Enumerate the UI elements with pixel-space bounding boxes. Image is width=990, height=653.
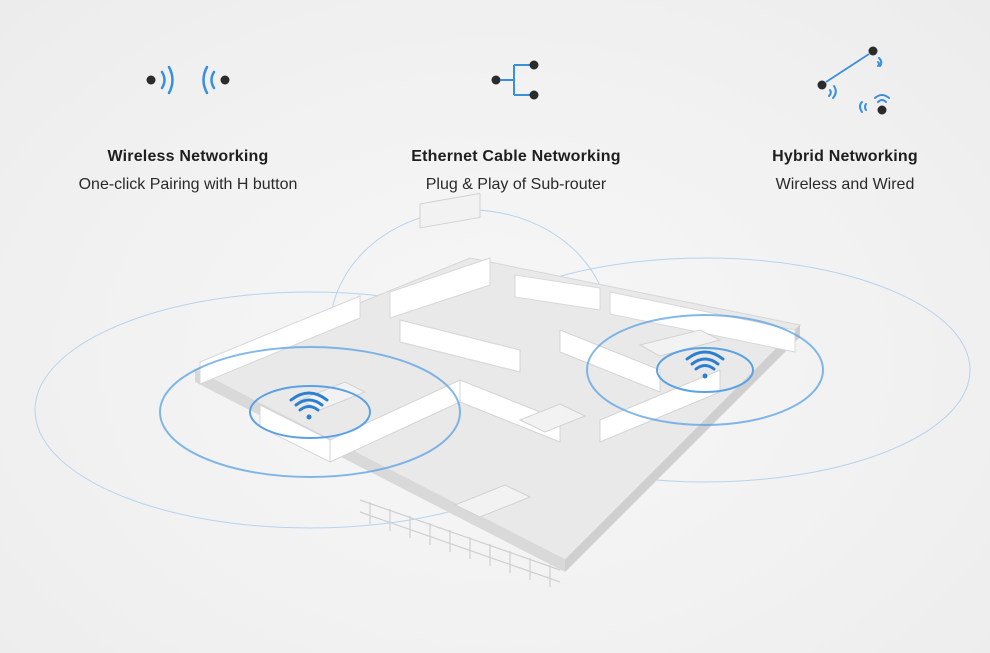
coverage-rings-left [159,346,461,478]
wifi-icon-right [685,350,725,379]
feature-hybrid-networking: Hybrid Networking Wireless and Wired [695,40,990,194]
wireless-pairing-icon [146,65,230,95]
feature-title: Ethernet Cable Networking [411,148,621,165]
feature-ethernet-networking: Ethernet Cable Networking Plug & Play of… [366,40,666,194]
balcony-railing [359,499,561,587]
feature-subtitle: One-click Pairing with H button [78,176,298,193]
feature-title: Wireless Networking [107,148,269,165]
feature-wireless-networking: Wireless Networking One-click Pairing wi… [38,40,338,194]
wifi-icon-left [289,391,329,420]
feature-title: Hybrid Networking [772,148,918,165]
coverage-rings-right [586,314,824,426]
feature-subtitle: Plug & Play of Sub-router [425,176,607,193]
feature-subtitle: Wireless and Wired [775,176,915,193]
ethernet-tree-icon [491,60,539,100]
hybrid-network-icon [817,46,890,115]
